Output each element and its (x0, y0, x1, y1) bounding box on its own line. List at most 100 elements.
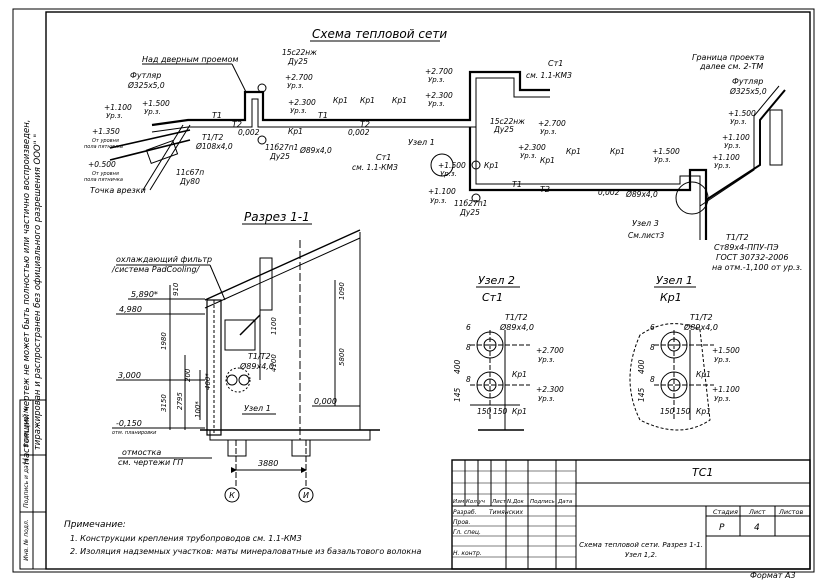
axis-k-bubble (224, 487, 240, 503)
level-ur-k: Ур.з. (724, 142, 741, 150)
level-ur-m: Ур.з. (106, 112, 123, 120)
level-0500: +0.500 (88, 160, 116, 169)
stamp-vzam: Взам. инв. № (23, 407, 30, 448)
node2-level-a: +2.700 (536, 346, 564, 355)
valve-du80: Ду80 (179, 177, 200, 186)
tb-row-gl: Гл. спец. (453, 529, 481, 536)
dim-5800: 5800 (338, 348, 346, 366)
level-2700-a: +2.700 (285, 73, 313, 82)
side-note-2: тиражирован и распространен без официаль… (33, 134, 43, 450)
label-t1-b: Т1 (318, 111, 328, 120)
level-2700-b: +2.700 (425, 67, 453, 76)
tb-col-ndok: N.Док (507, 499, 525, 505)
pipe-size-89-a: Ø89х4,0 (299, 146, 332, 155)
level-1100-c: +1.100 (428, 187, 456, 196)
kr1-d: Кр1 (288, 127, 303, 136)
valve-15s22nzh-label: 15с22нж (282, 48, 317, 57)
label-t1-a: Т1 (212, 111, 222, 120)
level-2700-c: +2.700 (538, 119, 566, 128)
node3-callout-circle (675, 181, 709, 215)
dim-3880: 3880 (258, 459, 278, 468)
dim-400: 400* (204, 373, 212, 390)
stamp-inv-podl: Инв. № подл. (23, 519, 30, 560)
label-t2-a: Т2 (232, 120, 242, 129)
node1-level-a: +1.500 (712, 346, 740, 355)
pipe-t1-upper (151, 70, 550, 127)
level-1100-e: +1.100 (722, 133, 750, 142)
node1-ur-a: Ур.з. (714, 356, 731, 364)
tb-format: Формат А3 (750, 571, 796, 580)
el-5890: 5,890* (131, 290, 158, 299)
node2-dim-145: 145 (453, 387, 462, 402)
node1-dim-400: 400 (637, 359, 646, 374)
notes-item-1: 1. Конструкции крепления трубопроводов с… (70, 534, 302, 543)
floor-level-b: пола пятничка (84, 177, 123, 183)
node2-size-label: Ø89х4,0 (499, 322, 534, 332)
node2-title-1: Узел 2 (478, 274, 515, 287)
valve-du25-c: Ду25 (493, 125, 514, 134)
dim-4100: 4100 (270, 354, 278, 372)
section-1-1: Разрез 1-1 охлаждающий фильтр /система P… (111, 210, 380, 503)
pipe-size-108: Ø108х4,0 (195, 142, 233, 151)
tb-col-data: Дата (557, 499, 573, 505)
node2-dim-150b: 150 (493, 407, 508, 416)
pipe-pair-left: Т1/Т2 (202, 133, 223, 142)
node1-level-b: +1.100 (712, 385, 740, 394)
ct1-ref-a: см. 1.1-КМЗ (352, 163, 398, 172)
scheme-title: Схема тепловой сети (312, 27, 447, 41)
axis-k-label: К (229, 491, 235, 500)
level-ur-l: Ур.з. (714, 162, 731, 170)
section-title: Разрез 1-1 (244, 210, 310, 224)
casing-left-size: Ø325х5,0 (127, 81, 165, 90)
node2-pipe-label: Т1/Т2 (505, 313, 528, 322)
side-note-1: Настоящий чертеж не может быть полностью… (22, 120, 32, 465)
level-1500-e: +1.500 (728, 109, 756, 118)
kr1-f: Кр1 (540, 156, 555, 165)
ref-label-2: см. чертежи ГП (118, 458, 183, 467)
stamp-podpis: Подпись и дата (23, 458, 30, 508)
boundary-label-1: Граница проекта (692, 53, 764, 62)
above-door-label: Над дверным проемом (142, 55, 238, 64)
kr1-e: Кр1 (484, 161, 499, 170)
node2-dim-8b: 8 (466, 375, 471, 384)
node1-ur-b: Ур.з. (714, 395, 731, 403)
level-ur-c: Ур.з. (428, 76, 445, 84)
section-pipe-label: Т1/Т2 (248, 352, 271, 361)
tb-sheet-header: Лист (748, 508, 766, 516)
tb-stage: Р (719, 523, 725, 533)
title-block: Изм. Кол.уч Лист N.Док Подпись Дата Разр… (451, 459, 811, 580)
label-t2-c: Т2 (540, 185, 550, 194)
level-1100-a: +1.100 (104, 103, 132, 112)
el-m0150: -0,150 (116, 419, 142, 428)
pipe-size-89-b: Ø89х4,0 (625, 190, 658, 199)
tb-stage-header: Стадия (713, 508, 738, 516)
side-stamp: Инв. № подл. Подпись и дата Взам. инв. № (19, 399, 47, 570)
casing-left (145, 139, 179, 165)
slope-c: 0,002 (598, 188, 620, 197)
level-ur-e: Ур.з. (440, 170, 457, 178)
node3-ref: См.лист3 (628, 231, 664, 240)
dim-910: 910 (172, 282, 180, 296)
node2-dim-6: 6 (466, 323, 471, 332)
dim-100: 100* (194, 401, 202, 418)
spec-line-4: на отм.-1,100 от ур.з. (712, 263, 802, 272)
level-2300-b: +2.300 (425, 91, 453, 100)
valve-du25-a: Ду25 (269, 152, 290, 161)
node1-pipe-label: Т1/Т2 (690, 313, 713, 322)
level-ur-h: Ур.з. (520, 152, 537, 160)
section-node-label: Узел 1 (244, 404, 271, 413)
floor-level-a: пола пятничка (84, 144, 123, 150)
kr1-c: Кр1 (392, 96, 407, 105)
tb-col-koluch: Кол.уч (466, 499, 486, 505)
el-0000: 0,000 (314, 397, 337, 406)
dim-3150: 3150 (160, 394, 168, 412)
level-ur-a: Ур.з. (287, 82, 304, 90)
level-ur-n: Ур.з. (144, 108, 161, 116)
dim-1090: 1090 (338, 282, 346, 300)
node2-dim-400: 400 (453, 359, 462, 374)
tb-drawing-name-2: Узел 1,2. (625, 551, 657, 559)
el-4980: 4,980 (119, 305, 142, 314)
tb-code: ТС1 (692, 466, 713, 479)
tb-sheet: 4 (754, 523, 760, 533)
tb-row-nkontr: Н. контр. (453, 550, 482, 557)
